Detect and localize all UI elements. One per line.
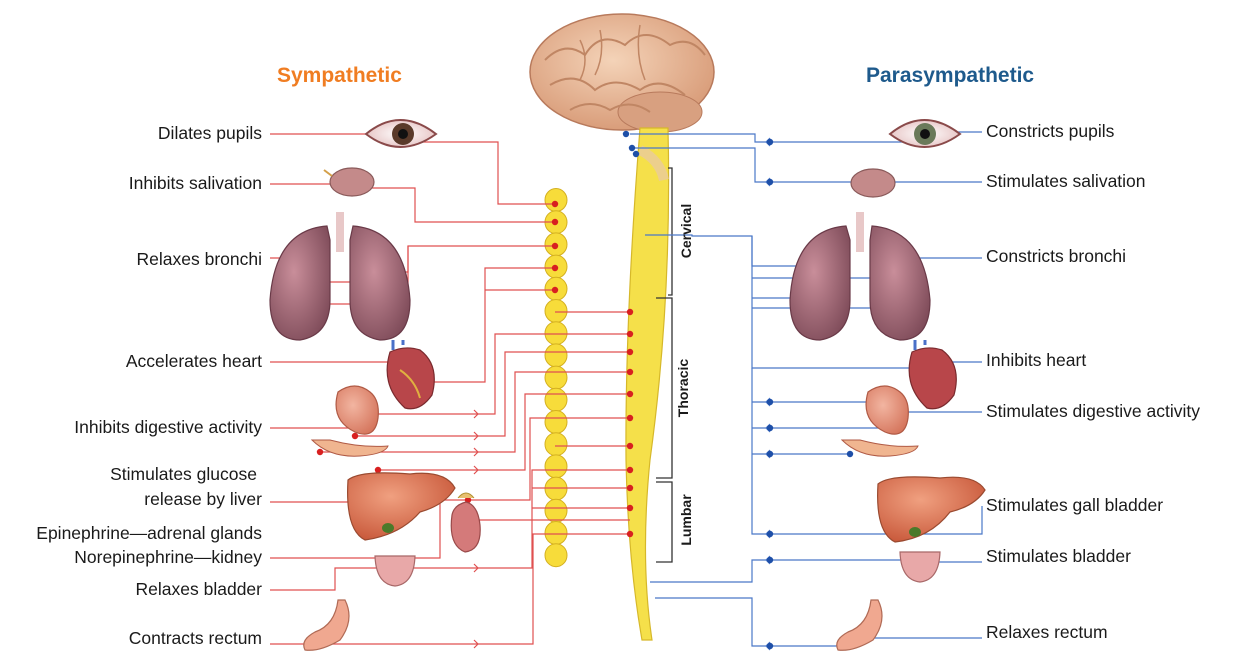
sympathetic-dot	[552, 243, 558, 249]
sympathetic-dot	[552, 201, 558, 207]
ganglion	[545, 366, 567, 389]
ganglion	[545, 455, 567, 478]
ganglion	[545, 322, 567, 345]
brain-icon	[530, 14, 714, 132]
sympathetic-dot	[627, 505, 633, 511]
sympathetic-dot	[627, 369, 633, 375]
parasympathetic-dot	[767, 179, 773, 185]
parasympathetic-dot	[767, 425, 773, 431]
sympathetic-dot	[352, 433, 358, 439]
kidney-icon	[451, 493, 480, 552]
sympathetic-effect-digestive: Inhibits digestive activity	[74, 417, 262, 437]
liver-icon	[348, 473, 455, 540]
sympathetic-dot	[375, 467, 381, 473]
parasympathetic-dot	[767, 557, 773, 563]
sympathetic-dot	[317, 449, 323, 455]
sympathetic-effect-salivation: Inhibits salivation	[129, 173, 262, 193]
sympathetic-dot	[627, 391, 633, 397]
salivary-gland-icon	[324, 168, 374, 196]
parasympathetic-dot	[767, 139, 773, 145]
parasympathetic-effect-rectum: Relaxes rectum	[986, 622, 1108, 642]
rectum-icon	[837, 600, 882, 650]
sympathetic-nerve-lines	[270, 134, 630, 644]
eye-icon	[366, 120, 436, 147]
parasympathetic-effect-bronchi: Constricts bronchi	[986, 246, 1126, 266]
ganglion	[545, 189, 567, 212]
salivary-gland-icon	[851, 169, 895, 197]
sympathetic-dot	[552, 265, 558, 271]
parasympathetic-dot	[633, 151, 639, 157]
parasympathetic-dot	[767, 531, 773, 537]
parasympathetic-synapse-marks	[766, 138, 770, 650]
sympathetic-dot	[627, 443, 633, 449]
bladder-icon	[900, 552, 940, 582]
heart-icon	[387, 340, 434, 409]
heart-icon	[909, 340, 956, 409]
sympathetic-effect-rectum: Contracts rectum	[129, 628, 262, 648]
sympathetic-dot	[627, 531, 633, 537]
sympathetic-effect-bladder: Relaxes bladder	[136, 579, 262, 599]
region-label-cervical: Cervical	[678, 201, 694, 261]
parasympathetic-effect-bladder: Stimulates bladder	[986, 546, 1131, 566]
rectum-icon	[304, 600, 349, 650]
sympathetic-dot	[552, 287, 558, 293]
eye-icon	[890, 120, 960, 147]
ganglion	[545, 433, 567, 456]
stomach-icon	[312, 386, 388, 456]
parasympathetic-effect-pupils: Constricts pupils	[986, 121, 1114, 141]
parasympathetic-dot	[629, 145, 635, 151]
stomach-icon	[842, 386, 918, 456]
sympathetic-effect-bronchi: Relaxes bronchi	[137, 249, 262, 269]
sympathetic-effect-heart: Accelerates heart	[126, 351, 262, 371]
parasympathetic-dot	[767, 643, 773, 649]
lungs-icon	[270, 212, 410, 340]
sympathetic-dot	[627, 415, 633, 421]
parasympathetic-dot	[623, 131, 629, 137]
sympathetic-heading: Sympathetic	[277, 64, 402, 88]
parasympathetic-dot	[767, 399, 773, 405]
spinal-cord	[626, 128, 669, 640]
ganglion	[545, 388, 567, 411]
ganglion	[545, 544, 567, 567]
ganglion	[545, 411, 567, 434]
sympathetic-dot	[627, 331, 633, 337]
parasympathetic-heading: Parasympathetic	[866, 64, 1034, 88]
lungs-icon	[790, 212, 930, 340]
parasympathetic-effect-heart: Inhibits heart	[986, 350, 1086, 370]
ganglion	[545, 300, 567, 323]
sympathetic-effect-pupils: Dilates pupils	[158, 123, 262, 143]
bladder-icon	[375, 556, 415, 586]
parasympathetic-effect-gall-bladder: Stimulates gall bladder	[986, 495, 1163, 515]
parasympathetic-effect-salivation: Stimulates salivation	[986, 171, 1146, 191]
sympathetic-dot	[627, 309, 633, 315]
liver-icon	[878, 477, 985, 542]
parasympathetic-dot	[847, 451, 853, 457]
sympathetic-dot	[627, 349, 633, 355]
sympathetic-effect-adrenal: Epinephrine—adrenal glands	[36, 523, 262, 543]
parasympathetic-dot	[767, 451, 773, 457]
sympathetic-effect-glucose-line1: Stimulates glucose	[110, 464, 257, 484]
sympathetic-dot	[627, 467, 633, 473]
sympathetic-dot	[627, 485, 633, 491]
region-label-thoracic: Thoracic	[675, 358, 691, 418]
sympathetic-dot	[552, 219, 558, 225]
parasympathetic-effect-digestive: Stimulates digestive activity	[986, 401, 1200, 421]
ganglion	[545, 344, 567, 367]
sympathetic-effect-glucose-line2: release by liver	[144, 489, 262, 509]
ganglion	[545, 522, 567, 545]
ganglion	[545, 499, 567, 522]
region-label-lumbar: Lumbar	[678, 490, 694, 550]
sympathetic-effect-kidney: Norepinephrine—kidney	[74, 547, 262, 567]
